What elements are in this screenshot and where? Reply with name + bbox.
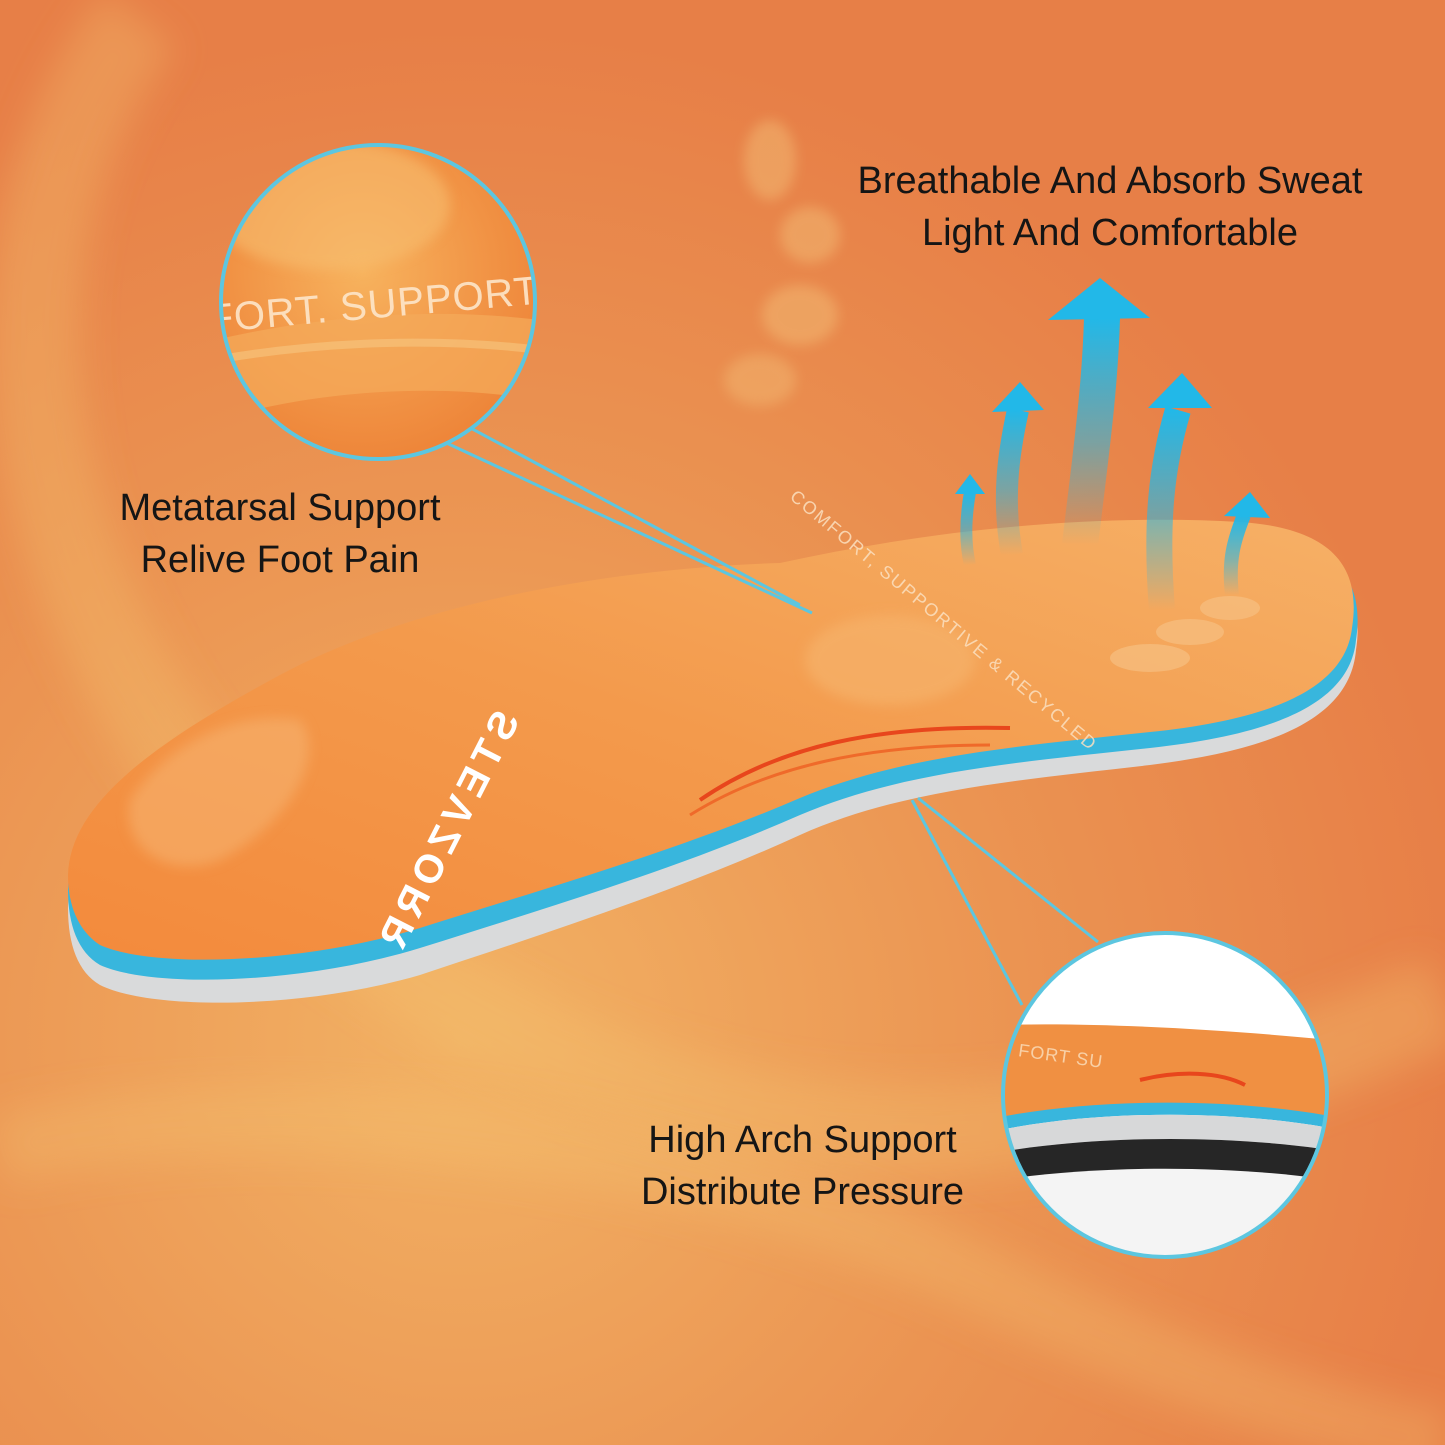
background-toe-dot — [780, 207, 840, 263]
insole-heel-highlight — [128, 718, 309, 867]
caption-breathable: Breathable And Absorb Sweat Light And Co… — [820, 155, 1400, 259]
insole — [68, 519, 1358, 1003]
caption-breathable-line2: Light And Comfortable — [921, 212, 1298, 254]
up-arrow-icon — [1223, 492, 1270, 596]
airflow-arrows — [955, 278, 1270, 612]
background-toe-dot — [762, 285, 838, 345]
up-arrow-icon — [1048, 278, 1150, 548]
background-swoosh-lower — [0, 1085, 1445, 1445]
caption-arch-line2: Distribute Pressure — [640, 1171, 965, 1213]
insole-accent-stroke — [698, 725, 1011, 802]
background-toe-dot — [724, 354, 796, 406]
callout-line-metatarsal — [439, 438, 813, 615]
magnifier-callout-arch: FORT SU — [1001, 931, 1329, 1259]
caption-metatarsal-line2: Relive Foot Pain — [140, 539, 420, 581]
callout-line-arch — [917, 796, 1099, 944]
toe-pad-mark — [1156, 619, 1224, 645]
insole-top-surface — [68, 519, 1354, 960]
toe-pad-mark — [1200, 596, 1260, 620]
caption-metatarsal: Metatarsal Support Relive Foot Pain — [90, 482, 470, 586]
caption-arch-line1: High Arch Support — [648, 1119, 957, 1161]
insole-accent-stroke — [689, 743, 991, 817]
toe-pad-mark — [1110, 644, 1190, 672]
caption-metatarsal-line1: Metatarsal Support — [119, 487, 441, 529]
caption-breathable-line1: Breathable And Absorb Sweat — [857, 160, 1363, 202]
caption-arch: High Arch Support Distribute Pressure — [600, 1114, 1005, 1218]
up-arrow-icon — [955, 474, 985, 567]
callout-line-arch — [910, 799, 1024, 1006]
background-toe-dot — [744, 120, 796, 200]
up-arrow-icon — [1146, 373, 1212, 612]
metatarsal-pad-highlight — [805, 615, 975, 705]
up-arrow-icon — [992, 382, 1044, 557]
